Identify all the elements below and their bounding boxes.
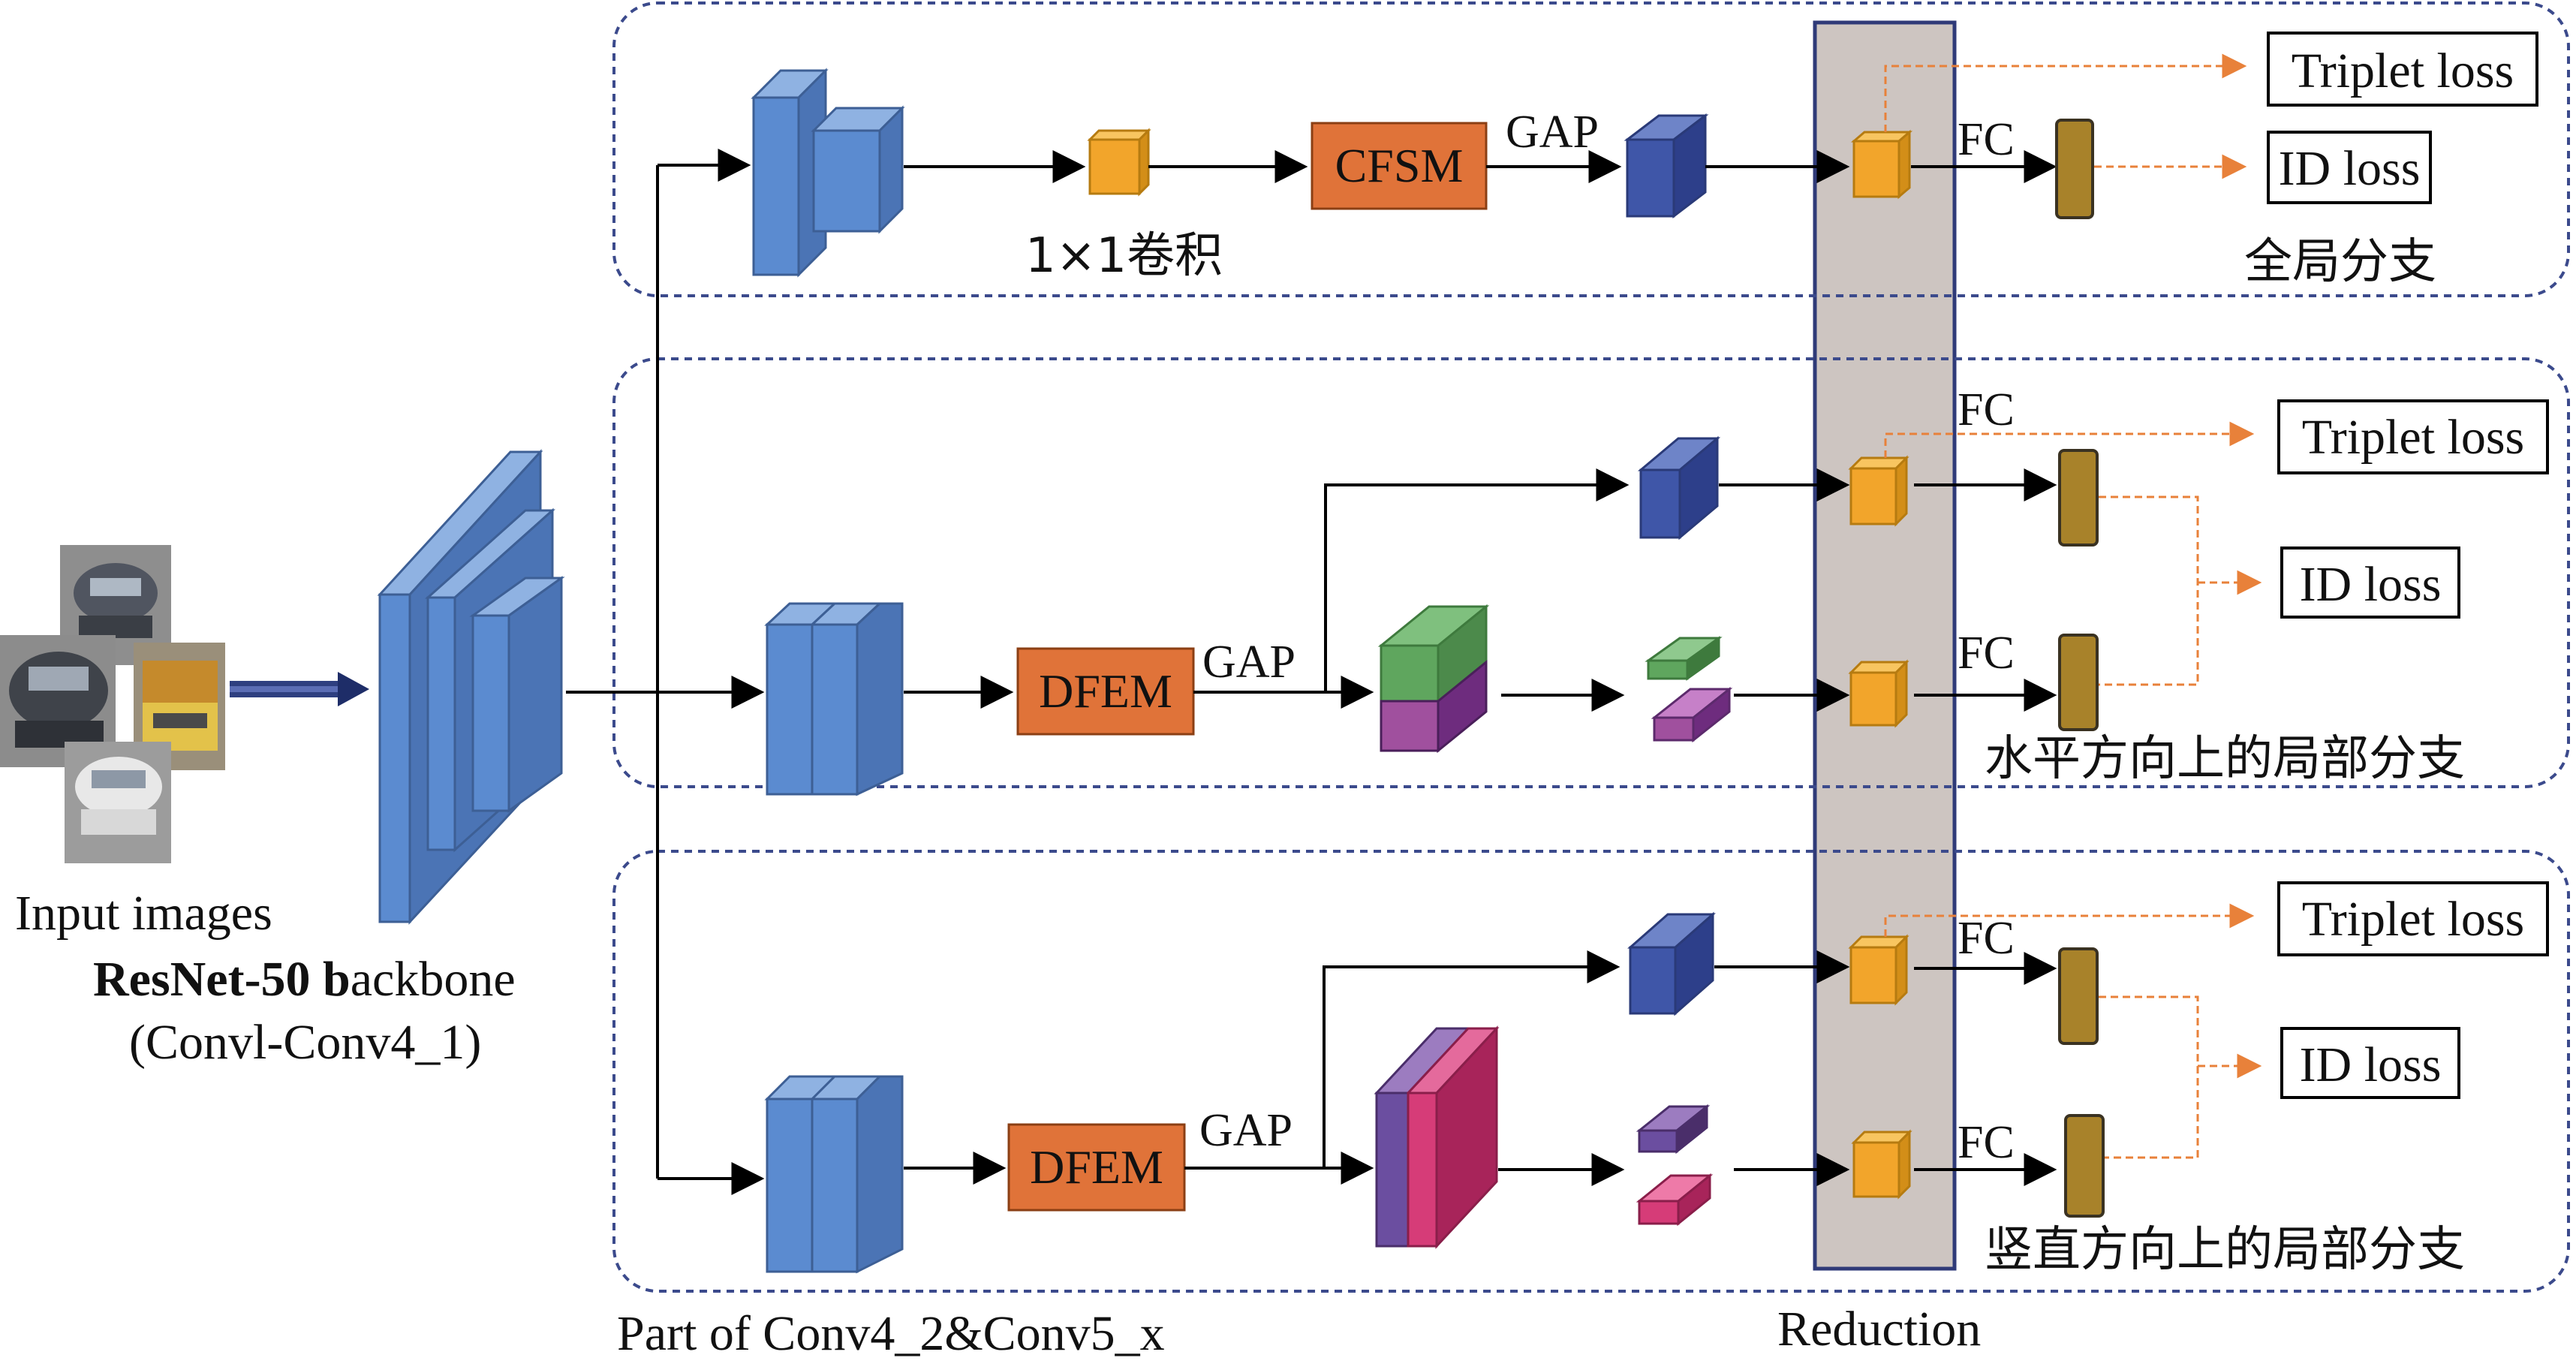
horizontal-split-feature [1377,604,1490,754]
global-id-loss-label: ID loss [2279,141,2421,196]
vertical-triplet-loss-label: Triplet loss [2302,892,2524,947]
global-id-loss-box: ID loss [2267,131,2432,204]
global-fc-layer [2055,119,2094,219]
cfsm-label: CFSM [1335,139,1464,192]
vertical-dfem-module: DFEM [1007,1123,1186,1212]
vertical-fc-layer-bottom [2064,1114,2105,1218]
horizontal-branch-border [612,357,2570,788]
vertical-conv-block [764,1075,904,1274]
input-images [0,545,225,863]
global-1x1-conv-feature [1087,128,1151,197]
backbone-subcaption: (Convl-Conv4_1) [129,1015,481,1070]
global-fc-label: FC [1958,114,2015,165]
vertical-branch-border [612,850,2570,1293]
global-branch-border [612,2,2570,297]
vertical-reduced-feature-top [1848,934,1909,1006]
vertical-gap-feature-top [1627,911,1716,1016]
backbone-caption: ResNet-50 backbone [93,952,516,1007]
global-conv-block [751,68,905,278]
horizontal-dfem-module: DFEM [1016,647,1195,736]
vertical-fc-bottom-label: FC [1958,1117,2015,1168]
horizontal-gap-feature-top [1637,435,1721,540]
global-triplet-loss-label: Triplet loss [2292,44,2514,98]
horizontal-fc-layer-top [2058,449,2099,547]
cfsm-module: CFSM [1311,122,1488,210]
global-gap-feature [1624,113,1709,219]
vertical-branch-name: 竖直方向上的局部分支 [1985,1222,2465,1278]
vertical-fc-top-label: FC [1958,913,2015,964]
global-branch-name: 全局分支 [2244,234,2436,290]
global-triplet-loss-box: Triplet loss [2267,32,2538,107]
global-conv-label: 1×1卷积 [1025,228,1223,284]
backbone-caption-rest: ackbone [351,952,516,1007]
horizontal-branch-name: 水平方向上的局部分支 [1985,731,2465,787]
horizontal-triplet-loss-label: Triplet loss [2302,410,2524,465]
vertical-dfem-label: DFEM [1030,1140,1163,1194]
backbone-blocks [377,449,565,925]
vertical-triplet-loss-box: Triplet loss [2277,881,2549,956]
horizontal-fc-bottom-label: FC [1958,628,2015,679]
vertical-split-feature [1374,1025,1500,1249]
vertical-part-upper-feature [1636,1104,1711,1155]
vertical-id-loss-box: ID loss [2280,1027,2460,1099]
global-reduced-feature [1850,129,1913,200]
reduction-caption: Reduction [1777,1302,1981,1356]
horizontal-triplet-loss-box: Triplet loss [2277,399,2549,474]
horizontal-id-loss-box: ID loss [2280,547,2460,619]
horizontal-part-upper-feature [1645,636,1723,681]
vertical-reduced-feature-bottom [1851,1129,1912,1200]
input-images-caption: Input images [15,886,272,941]
stage-caption: Part of Conv4_2&Conv5_x [617,1306,1165,1361]
horizontal-reduced-feature-bottom [1848,659,1909,728]
horizontal-id-loss-label: ID loss [2300,557,2442,612]
horizontal-dfem-label: DFEM [1039,664,1172,718]
horizontal-conv-block [764,602,904,796]
reduction-column [1813,20,1957,1271]
horizontal-gap-label: GAP [1202,637,1296,688]
car-photo-4 [65,742,171,863]
vertical-gap-label: GAP [1199,1105,1293,1156]
horizontal-part-lower-feature [1651,686,1733,743]
global-gap-label: GAP [1506,107,1599,158]
input-arrow [230,672,369,706]
vertical-fc-layer-top [2058,947,2099,1045]
backbone-caption-bold: ResNet-50 b [93,952,351,1007]
horizontal-fc-top-label: FC [1958,384,2015,435]
horizontal-reduced-feature-top [1848,455,1909,527]
car-photo-3 [134,643,225,770]
horizontal-fc-layer-bottom [2058,634,2099,731]
vertical-part-lower-feature [1636,1173,1714,1227]
vertical-id-loss-label: ID loss [2300,1037,2442,1092]
